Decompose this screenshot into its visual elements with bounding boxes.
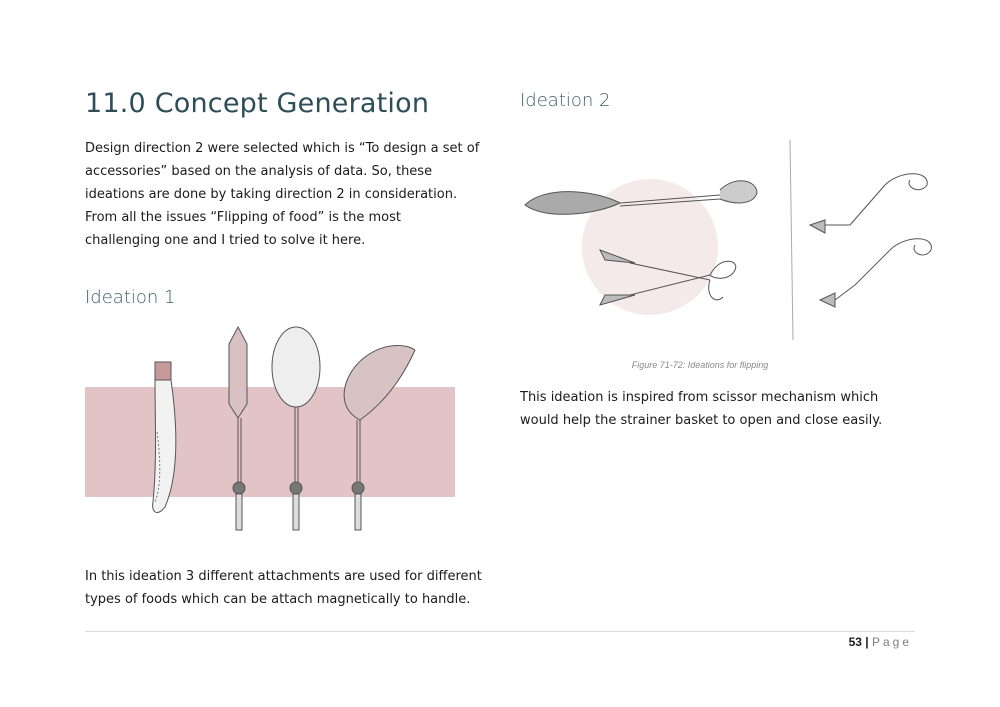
page-title: 11.0 Concept Generation [85, 88, 430, 119]
page-footer: 53 | Page [849, 635, 912, 649]
footer-divider [85, 631, 915, 632]
footer-separator: | [865, 635, 869, 649]
ideation-2-description: This ideation is inspired from scissor m… [520, 390, 883, 428]
ideation-2-heading: Ideation 2 [520, 90, 611, 111]
ideation-1-heading: Ideation 1 [85, 287, 176, 308]
page-number: 53 [848, 635, 862, 649]
ideation-2-sketch [524, 139, 932, 341]
ideation-1-description: In this ideation 3 different attachments… [85, 569, 482, 607]
page-label: Page [871, 635, 912, 649]
pink-band [85, 387, 455, 497]
intro-paragraph: Design direction 2 were selected which i… [85, 141, 480, 248]
ideation-1-sketch [85, 325, 455, 531]
figure-caption: Figure 71-72: Ideations for flipping [631, 360, 769, 370]
